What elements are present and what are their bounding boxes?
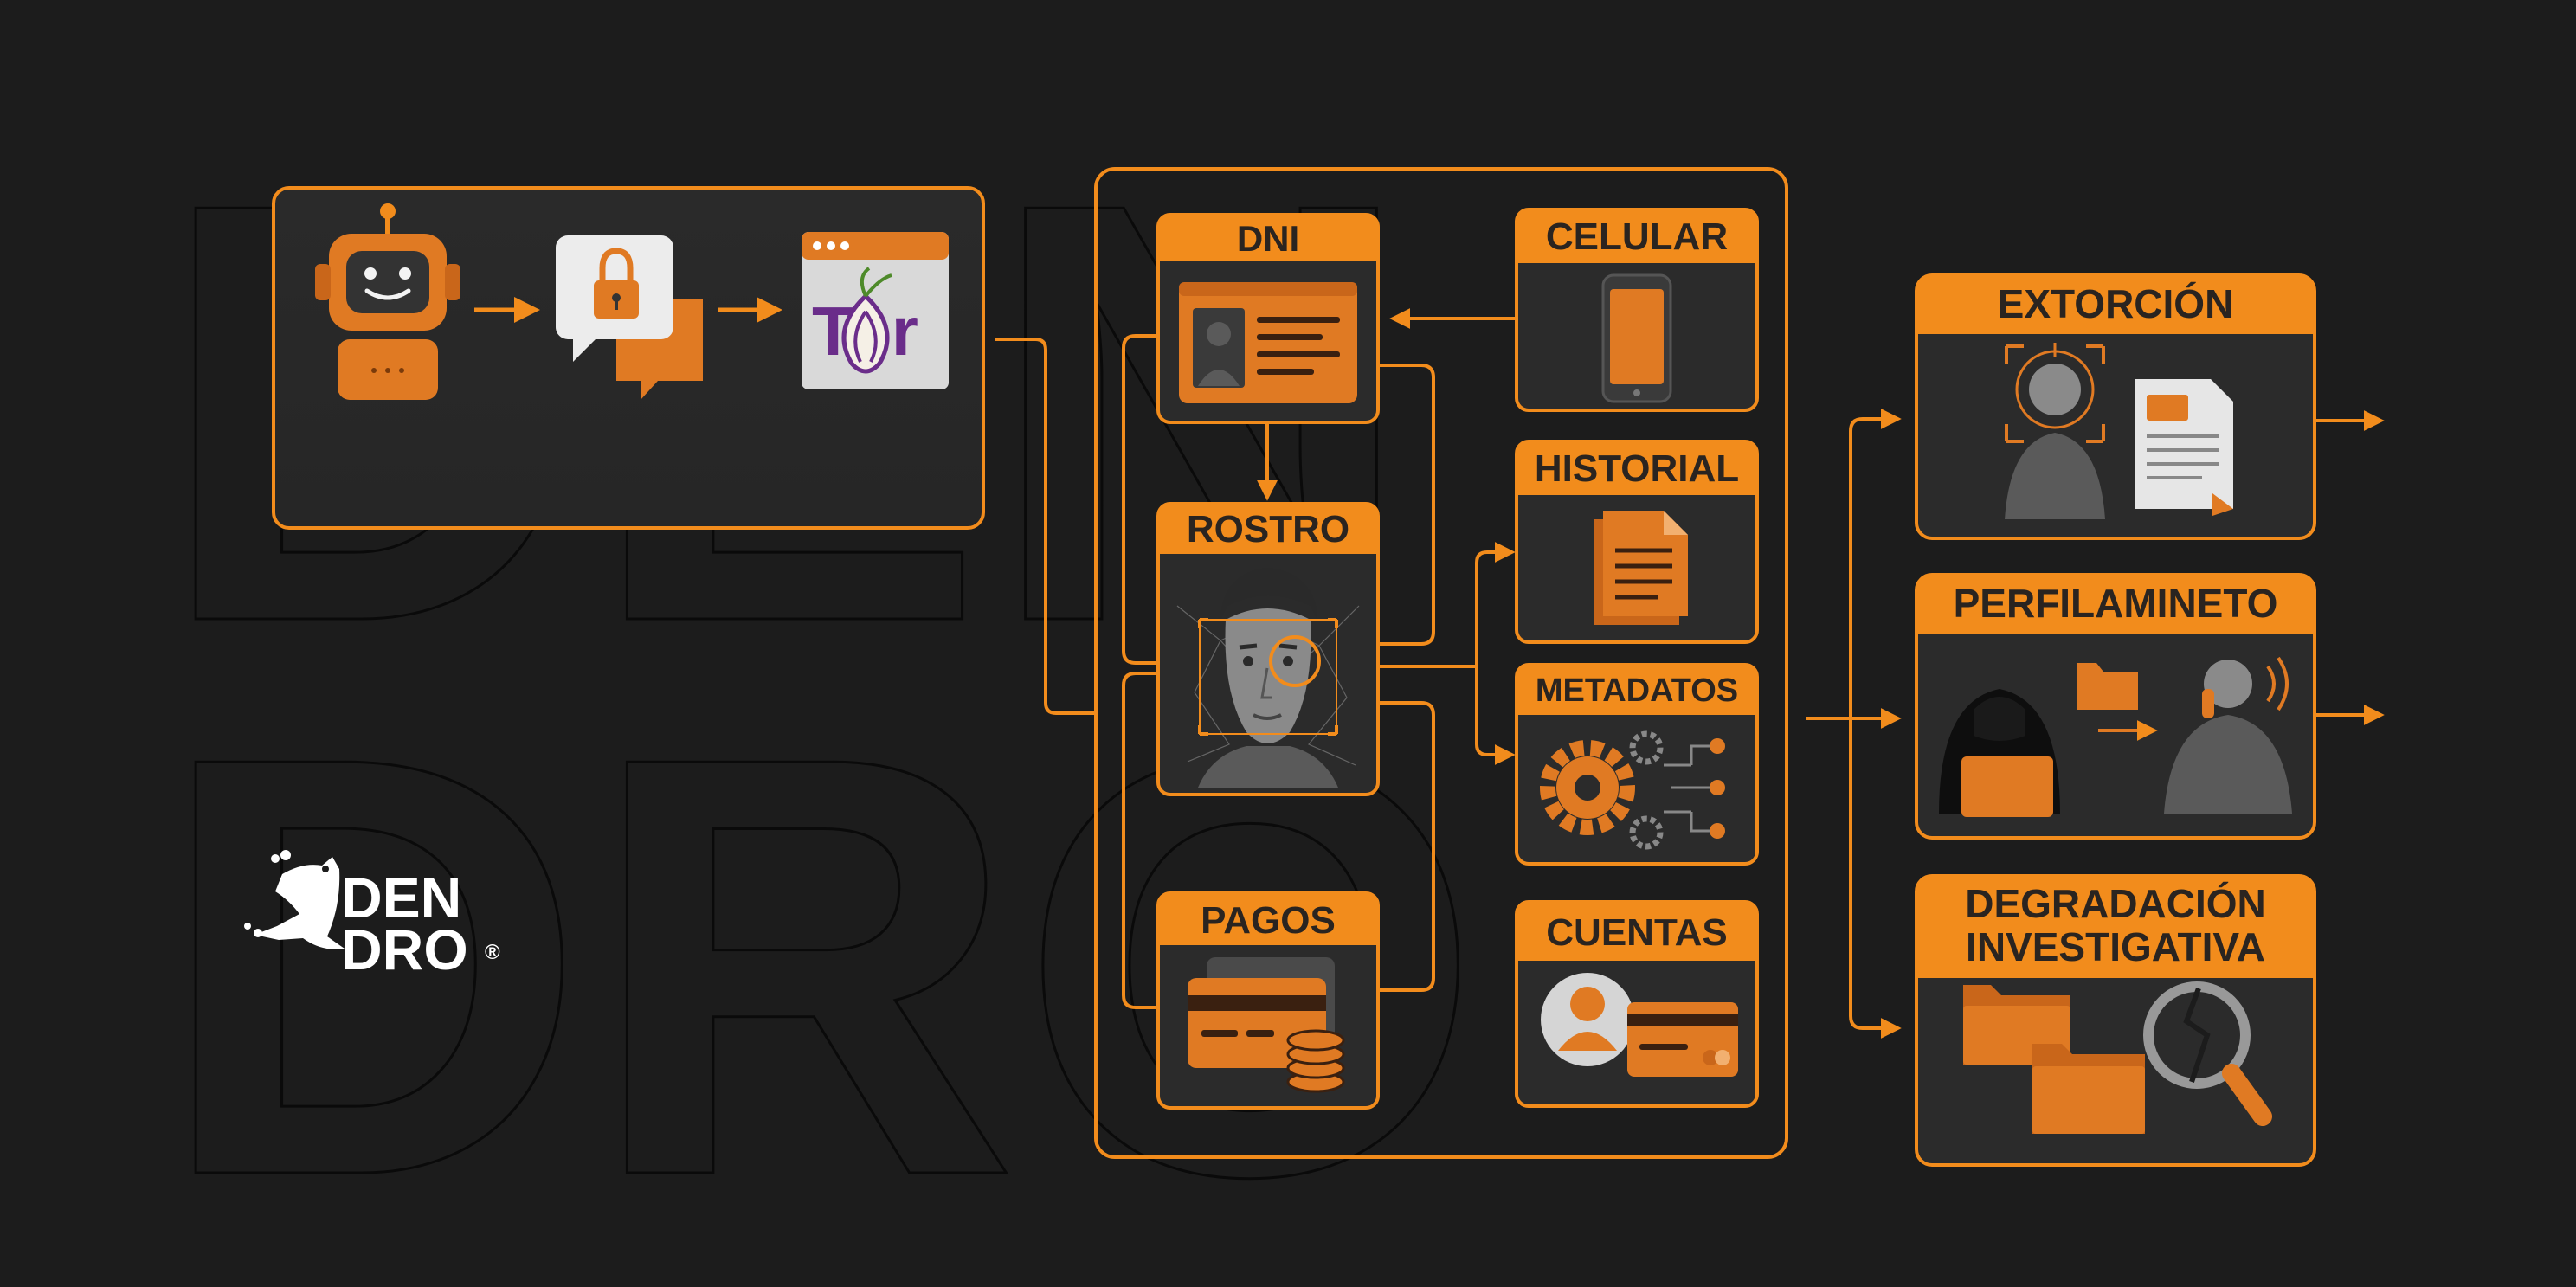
gears-icon [1540,730,1725,850]
logo-line-1: DEN [341,866,461,930]
frog-icon [244,850,345,949]
robot-icon [315,203,460,400]
outcome-degradacion-label-1: DEGRADACIÓN [1965,881,2266,926]
node-metadatos: METADATOS [1515,663,1759,866]
node-dni-label: DNI [1237,218,1299,259]
node-dni: DNI [1156,213,1380,424]
payment-icon [1188,957,1345,1093]
extortion-icon [2005,343,2233,519]
node-historial: HISTORIAL [1515,440,1759,644]
node-celular: CELULAR [1515,208,1759,412]
data-container [1094,167,1788,1159]
outcome-extorcion-label: EXTORCIÓN [1998,281,2234,326]
outcome-extorcion: EXTORCIÓN [1915,273,2316,540]
dendro-logo: DEN DRO ® [244,850,500,981]
source-panel: Tor [272,186,985,530]
node-celular-label: CELULAR [1546,216,1728,258]
investigation-icon [1963,981,2272,1134]
profiling-icon [1939,656,2292,817]
outcome-degradacion-label-2: INVESTIGATIVA [1966,924,2265,969]
node-rostro-label: ROSTRO [1187,508,1349,550]
locked-chat-icon [556,235,703,400]
document-icon [1594,511,1688,625]
accounts-icon [1541,973,1738,1077]
node-rostro: ROSTRO [1156,502,1380,796]
outcome-perfilamiento: PERFILAMINETO [1915,573,2316,840]
logo-line-2: DRO [341,917,468,981]
outcome-degradacion: DEGRADACIÓN INVESTIGATIVA [1915,874,2316,1167]
node-pagos: PAGOS [1156,891,1380,1110]
node-metadatos-label: METADATOS [1536,672,1738,709]
node-historial-label: HISTORIAL [1535,447,1739,490]
internal-connectors [1122,308,1516,1009]
outcome-perfilamiento-label: PERFILAMINETO [1954,581,2278,626]
face-scan-icon [1176,568,1360,788]
tor-browser-icon: Tor [802,232,949,389]
node-pagos-label: PAGOS [1201,899,1336,942]
registered-mark: ® [485,941,500,964]
outcome-connectors [1806,409,2385,1039]
node-cuentas-label: CUENTAS [1546,911,1727,954]
node-cuentas: CUENTAS [1515,900,1759,1108]
